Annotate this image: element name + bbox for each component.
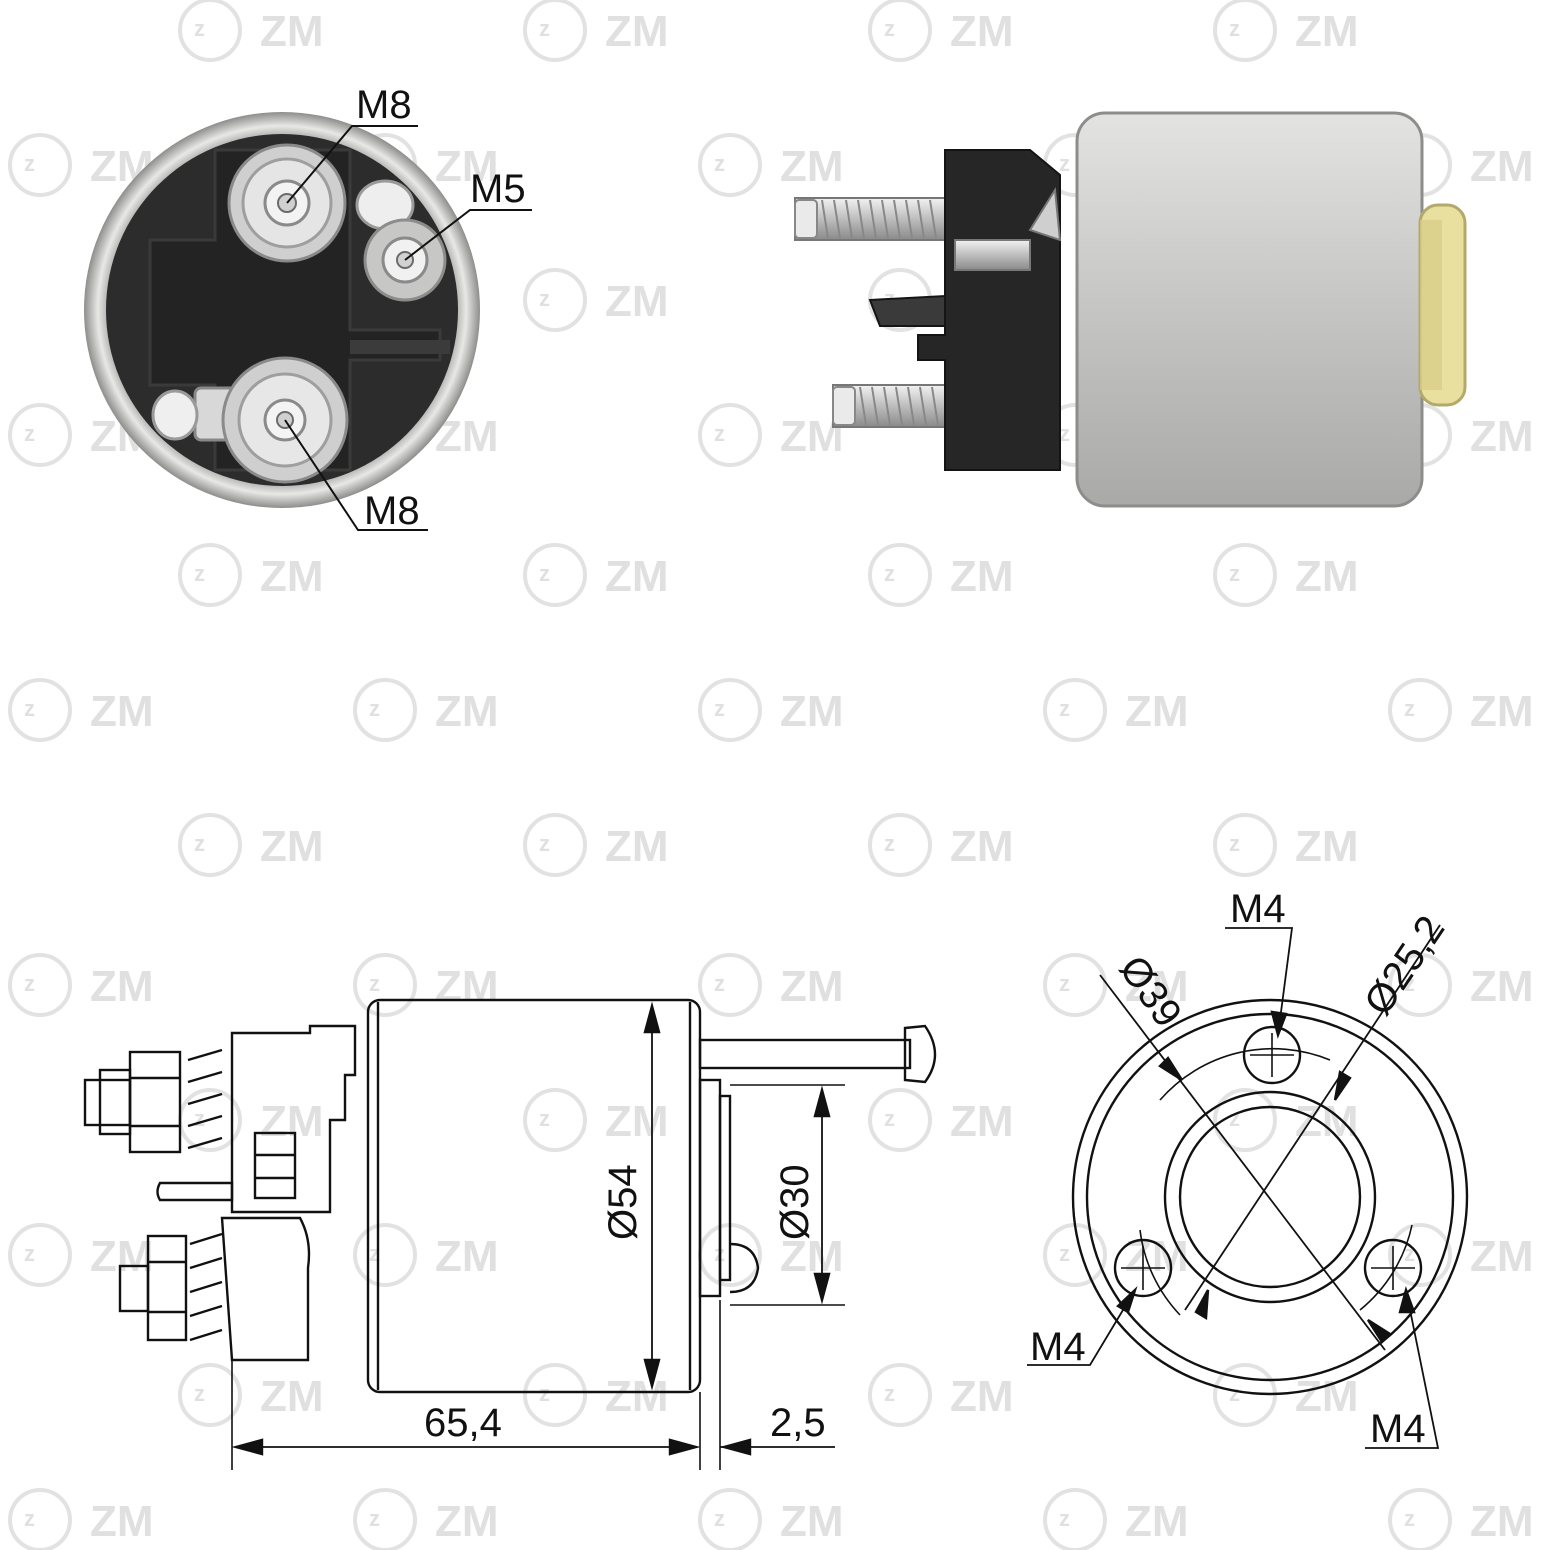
watermark-logo bbox=[8, 678, 156, 742]
watermark-logo bbox=[1213, 0, 1361, 62]
watermark-logo bbox=[178, 0, 326, 62]
watermark-logo bbox=[1213, 813, 1361, 877]
watermark-logo bbox=[868, 0, 1016, 62]
label-m4-top: M4 bbox=[1230, 887, 1286, 931]
label-m4-left: M4 bbox=[1030, 1325, 1086, 1369]
dim-boss-length: 2,5 bbox=[770, 1401, 826, 1445]
hole-left bbox=[1113, 1238, 1173, 1298]
watermark-logo bbox=[523, 813, 671, 877]
label-m5: M5 bbox=[470, 167, 526, 211]
watermark-logo bbox=[178, 813, 326, 877]
watermark-logo bbox=[1388, 1223, 1536, 1287]
watermark-logo bbox=[698, 678, 846, 742]
watermark-logo bbox=[1388, 1488, 1536, 1550]
watermark-logo bbox=[353, 953, 501, 1017]
side-technical-drawing bbox=[83, 998, 937, 1470]
watermark-logo bbox=[1213, 1363, 1361, 1427]
watermark-logo bbox=[353, 1223, 501, 1287]
label-m8-top: M8 bbox=[356, 83, 412, 127]
watermark-logo bbox=[8, 1488, 156, 1550]
stud-top bbox=[794, 197, 946, 241]
hole-top bbox=[1242, 1025, 1302, 1085]
watermark-logo bbox=[698, 1488, 846, 1550]
watermark-logo bbox=[8, 953, 156, 1017]
watermark-logo bbox=[523, 268, 671, 332]
watermark-logo bbox=[1043, 1488, 1191, 1550]
watermark-logo bbox=[353, 678, 501, 742]
watermark-logo bbox=[1213, 543, 1361, 607]
watermark-logo bbox=[698, 953, 846, 1017]
stud-small bbox=[954, 239, 1031, 271]
watermark-logo bbox=[523, 0, 671, 62]
label-m4-right: M4 bbox=[1370, 1407, 1426, 1451]
watermark-logo bbox=[868, 813, 1016, 877]
watermark-logo bbox=[178, 543, 326, 607]
flat-terminal bbox=[868, 294, 946, 327]
watermark-logo bbox=[698, 403, 846, 467]
watermark-logo bbox=[8, 1223, 156, 1287]
watermark-logo bbox=[523, 1088, 671, 1152]
watermark-logo bbox=[868, 1088, 1016, 1152]
watermark-logo bbox=[523, 543, 671, 607]
side-view-photo bbox=[794, 111, 1467, 508]
watermark-logo bbox=[1388, 678, 1536, 742]
watermark-logo bbox=[868, 1363, 1016, 1427]
watermark-logo bbox=[868, 543, 1016, 607]
watermark-logo bbox=[353, 1488, 501, 1550]
plastic-body bbox=[917, 149, 1061, 471]
stud-bottom bbox=[832, 384, 949, 428]
front-view-photo: M8 M5 M8 bbox=[84, 83, 532, 533]
watermark-logo bbox=[698, 133, 846, 197]
dim-body-diameter: Ø54 bbox=[601, 1164, 645, 1240]
watermark-logo bbox=[178, 1363, 326, 1427]
dim-boss-diameter: Ø30 bbox=[773, 1164, 817, 1240]
hole-right bbox=[1363, 1238, 1423, 1298]
dim-body-length: 65,4 bbox=[424, 1401, 502, 1445]
watermark-logo bbox=[1043, 678, 1191, 742]
label-m8-bottom: M8 bbox=[364, 489, 420, 533]
steel-housing bbox=[1075, 111, 1424, 508]
leader-lines bbox=[284, 125, 532, 531]
end-technical-drawing bbox=[1027, 924, 1469, 1449]
watermark-logo bbox=[523, 1363, 671, 1427]
